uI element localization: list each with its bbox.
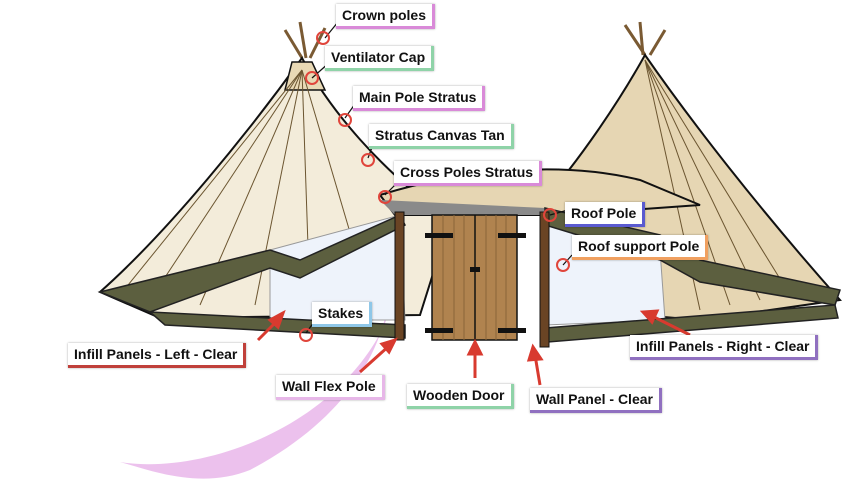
marker-circles [299,31,570,342]
label-wall-flex-pole: Wall Flex Pole [276,375,385,400]
label-crown-poles: Crown poles [336,4,436,29]
callout-arrows [256,309,691,386]
label-stratus-canvas-tan: Stratus Canvas Tan [369,124,514,149]
label-wooden-door: Wooden Door [407,384,514,409]
label-roof-support-pole: Roof support Pole [572,235,709,260]
label-cross-poles-stratus: Cross Poles Stratus [394,161,543,186]
label-infill-left: Infill Panels - Left - Clear [68,343,247,368]
label-infill-right: Infill Panels - Right - Clear [630,335,819,360]
label-main-pole-stratus: Main Pole Stratus [353,86,486,111]
label-roof-pole: Roof Pole [565,202,646,227]
wooden-door-graphic [425,214,526,341]
label-stakes: Stakes [312,302,373,327]
wall-flex-pole-left [394,211,405,341]
label-wall-panel-clear: Wall Panel - Clear [530,388,662,413]
wall-flex-pole-right [539,211,550,348]
skirt-left [97,214,407,313]
label-ventilator-cap: Ventilator Cap [325,46,435,71]
